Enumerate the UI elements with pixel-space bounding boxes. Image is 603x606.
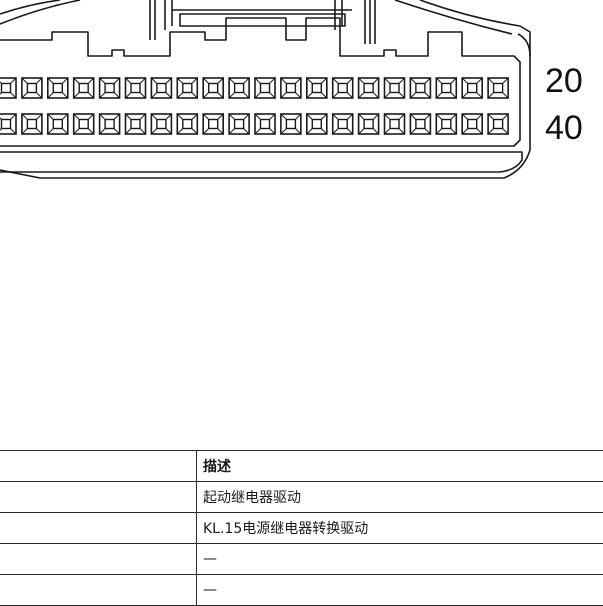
pin-cavity — [385, 78, 405, 98]
pin-cavity — [462, 114, 482, 134]
pin-cavity — [74, 78, 94, 98]
pin-cavity — [0, 114, 16, 134]
header-col-a — [0, 451, 197, 482]
pin-cavity — [281, 114, 301, 134]
pin-label-40: 40 — [545, 111, 583, 145]
pin-cavity — [22, 114, 42, 134]
table-cell — [0, 482, 197, 513]
pin-cavity — [203, 78, 223, 98]
pin-cavity — [203, 114, 223, 134]
pin-cavity — [100, 78, 120, 98]
pin-row-1-20 — [0, 78, 508, 98]
pin-cavity — [333, 114, 353, 134]
pin-cavity — [359, 78, 379, 98]
pin-cavity — [307, 78, 327, 98]
table-cell — [0, 513, 197, 544]
pin-cavity — [74, 114, 94, 134]
pin-cavity — [151, 114, 171, 134]
pin-cavity — [177, 78, 197, 98]
pin-cavity — [229, 78, 249, 98]
pin-cavity — [436, 114, 456, 134]
pin-cavity — [255, 114, 275, 134]
pin-cavity — [126, 78, 146, 98]
pin-row-21-40 — [0, 114, 508, 134]
pin-cavity — [410, 78, 430, 98]
table-cell-description: — — [197, 544, 603, 575]
table-row: KL.15电源继电器转换驱动 — [0, 513, 603, 544]
header-description: 描述 — [197, 451, 603, 482]
pin-description-table: 描述 起动继电器驱动 KL.15电源继电器转换驱动 — — — [0, 450, 603, 606]
pin-label-20: 20 — [545, 64, 583, 98]
pin-cavity — [177, 114, 197, 134]
pin-cavity — [488, 78, 508, 98]
pin-cavity — [22, 78, 42, 98]
pin-cavity — [151, 78, 171, 98]
pin-cavity — [281, 78, 301, 98]
pin-cavity — [462, 78, 482, 98]
table-cell — [0, 575, 197, 606]
pin-cavity — [333, 78, 353, 98]
pin-cavity — [359, 114, 379, 134]
table-row: — — [0, 575, 603, 606]
pin-cavity — [385, 114, 405, 134]
table-cell — [0, 544, 197, 575]
pin-cavity — [100, 114, 120, 134]
pin-cavity — [255, 78, 275, 98]
pin-cavity — [48, 114, 68, 134]
table-header-row: 描述 — [0, 451, 603, 482]
pin-cavity — [410, 114, 430, 134]
pin-cavity — [307, 114, 327, 134]
table-row: 起动继电器驱动 — [0, 482, 603, 513]
pin-cavity — [436, 78, 456, 98]
pin-cavity — [0, 78, 16, 98]
pin-cavity — [126, 114, 146, 134]
pin-cavity — [488, 114, 508, 134]
pin-cavity — [229, 114, 249, 134]
table-cell-description: — — [197, 575, 603, 606]
table-row: — — [0, 544, 603, 575]
table-cell-description: 起动继电器驱动 — [197, 482, 603, 513]
connector-diagram — [0, 0, 603, 200]
table-cell-description: KL.15电源继电器转换驱动 — [197, 513, 603, 544]
pin-cavity — [48, 78, 68, 98]
